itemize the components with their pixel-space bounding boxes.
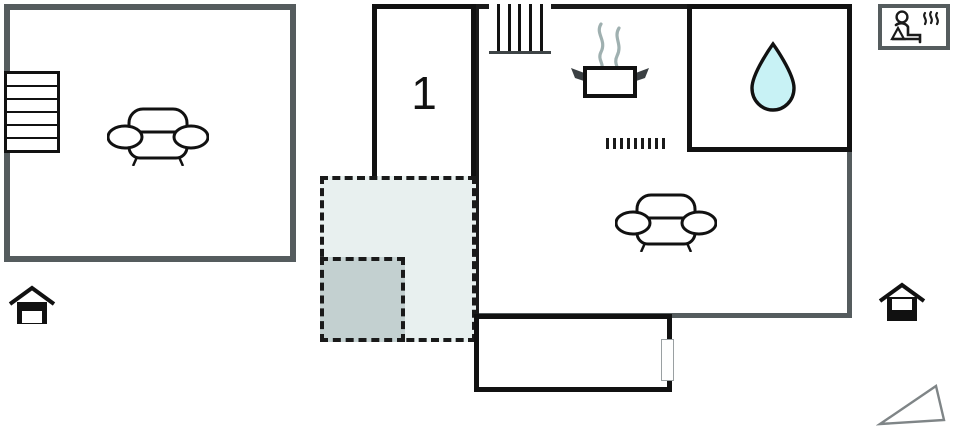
partition-icon <box>606 138 666 149</box>
house-icon <box>878 282 926 321</box>
room-bathroom <box>687 4 852 152</box>
stair-step <box>7 74 57 87</box>
room-numbered-1: 1 <box>372 4 476 183</box>
sofa-icon <box>107 107 209 166</box>
room-left-building <box>4 4 296 262</box>
stair-step <box>7 139 57 150</box>
stair-step <box>543 4 551 51</box>
terrace-inner-section <box>320 257 405 342</box>
house-icon <box>8 285 56 324</box>
wedge-icon <box>876 384 946 426</box>
stair-step <box>7 100 57 113</box>
room-lower <box>474 314 674 392</box>
sauna-legend-box <box>878 4 950 50</box>
stair-step <box>500 4 511 51</box>
cooking-pot-icon <box>571 22 649 98</box>
stair-step <box>532 4 544 51</box>
stair-step <box>7 126 57 139</box>
door-icon <box>661 339 674 381</box>
stair-step <box>511 4 522 51</box>
sofa-icon <box>615 193 717 252</box>
stair-step <box>7 87 57 100</box>
staircase-icon <box>4 71 60 153</box>
staircase-icon <box>489 4 551 54</box>
stair-step <box>489 4 500 51</box>
sauna-icon <box>890 10 939 44</box>
main-north-wall <box>372 4 852 9</box>
water-droplet-icon <box>750 41 796 112</box>
main-west-wall <box>474 4 479 318</box>
stair-step <box>7 113 57 126</box>
room-number-label: 1 <box>411 66 437 119</box>
stair-step <box>521 4 533 51</box>
